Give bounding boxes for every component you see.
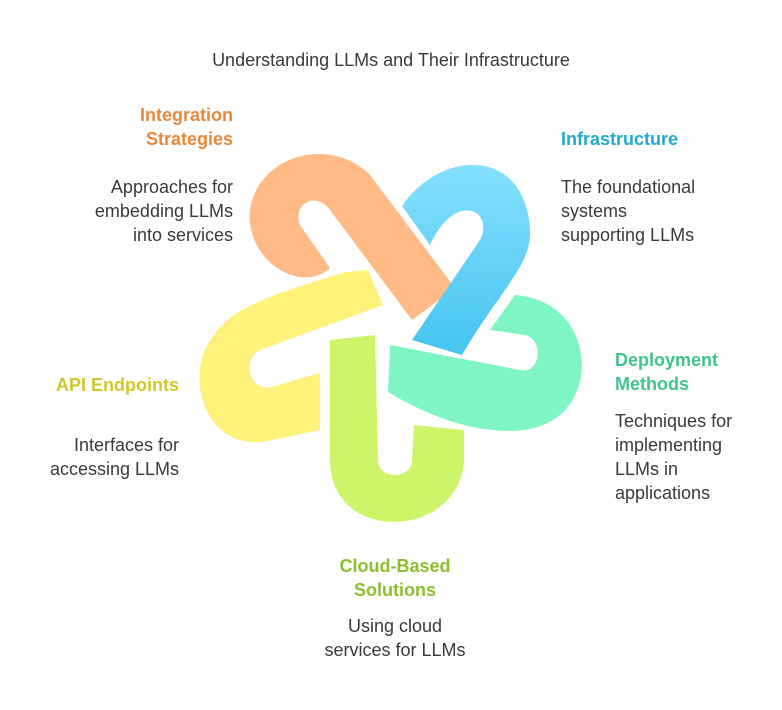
integration-description: Approaches for embedding LLMs into servi… (94, 177, 233, 245)
infrastructure-heading: Infrastructure (561, 129, 679, 149)
api-shape (199, 270, 383, 443)
cloud-description: Using cloud services for LLMs (324, 616, 466, 660)
cloud-shape (330, 335, 464, 522)
deployment-description: Techniques for implementing LLMs in appl… (615, 411, 733, 503)
integration-heading: Integration Strategies (140, 105, 233, 149)
api-heading: API Endpoints (56, 375, 179, 395)
deployment-heading: Deployment Methods (615, 350, 719, 394)
integration-shape (249, 153, 455, 320)
api-description: Interfaces for accessing LLMs (49, 435, 179, 479)
deployment-shape (388, 295, 582, 431)
infrastructure-description: The foundational systems supporting LLMs (561, 177, 696, 245)
cloud-heading: Cloud-Based Solutions (339, 556, 451, 600)
infrastructure-shape (402, 164, 531, 355)
diagram-title: Understanding LLMs and Their Infrastruct… (212, 50, 570, 70)
